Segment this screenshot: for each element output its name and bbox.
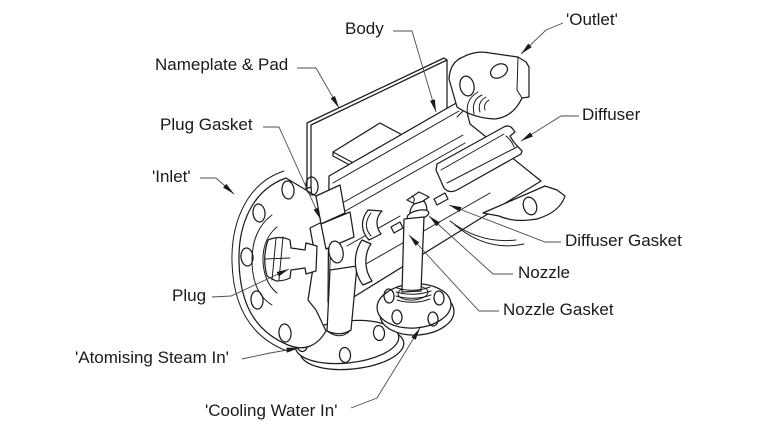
leader-nozzle <box>428 215 513 275</box>
part-labels: Body 'Outlet' Nameplate & Pad Plug Gaske… <box>75 10 682 420</box>
label-plug: Plug <box>172 286 206 305</box>
diffuser-flange-plate-drawing <box>449 185 566 247</box>
bore-saddle-drawing <box>361 209 383 241</box>
outlet-flange-drawing <box>448 51 530 120</box>
leader-plug-gasket <box>263 126 322 221</box>
label-nameplate: Nameplate & Pad <box>155 55 288 74</box>
leader-diffuser-gasket <box>448 204 561 243</box>
leader-plug <box>211 268 290 298</box>
leader-inlet <box>200 177 235 195</box>
leader-outlet <box>520 22 564 55</box>
label-inlet: 'Inlet' <box>152 167 191 186</box>
label-cooling: 'Cooling Water In' <box>205 401 337 420</box>
leader-nameplate <box>297 67 340 109</box>
cooling-flange-drawing <box>376 283 455 336</box>
leader-lines <box>200 22 579 409</box>
label-nozzle-gasket: Nozzle Gasket <box>503 300 614 319</box>
label-plug-gasket: Plug Gasket <box>160 115 253 134</box>
diffuser-drawing <box>435 125 523 193</box>
leader-cooling <box>350 327 421 409</box>
leader-diffuser <box>520 115 579 142</box>
label-nozzle: Nozzle <box>518 263 570 282</box>
gasket-slivers-drawing <box>390 192 449 234</box>
leader-nozzle-gasket <box>408 234 499 312</box>
label-body: Body <box>345 19 384 38</box>
label-diffuser-gasket: Diffuser Gasket <box>565 231 682 250</box>
leader-body <box>393 30 437 113</box>
label-diffuser: Diffuser <box>582 105 641 124</box>
leader-atomising <box>241 347 300 360</box>
label-atomising: 'Atomising Steam In' <box>75 348 229 367</box>
label-outlet: 'Outlet' <box>566 10 618 29</box>
